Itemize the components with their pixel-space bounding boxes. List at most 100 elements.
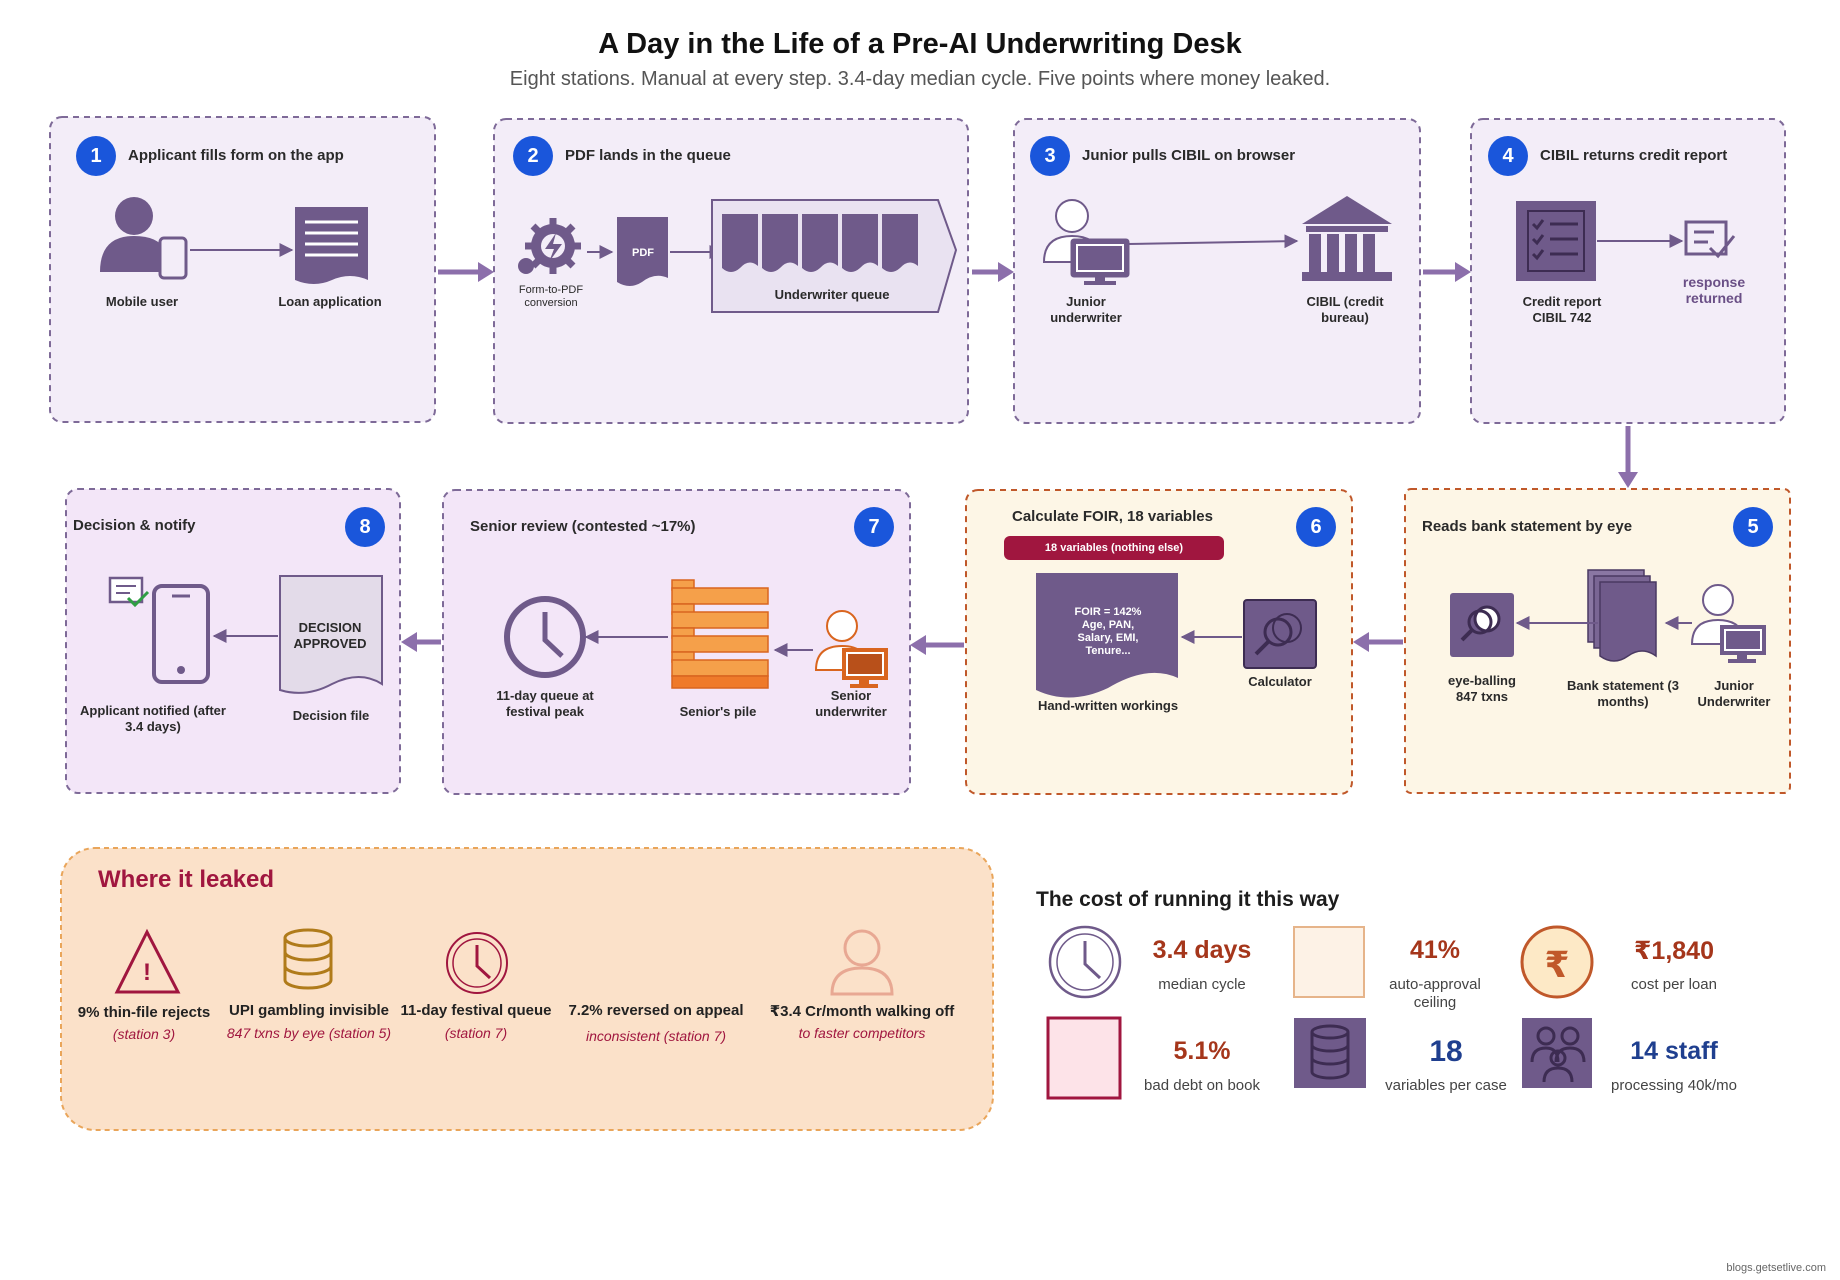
station-4-panel <box>1470 118 1786 424</box>
cost-label-variables: variables per case <box>1385 1077 1507 1094</box>
station-3-panel <box>1013 118 1421 424</box>
station-4-badge: 4 <box>1488 136 1528 176</box>
station-5-title: Reads bank statement by eye <box>1422 518 1633 535</box>
station-1-panel <box>49 116 436 423</box>
cost-label-per-loan: cost per loan <box>1631 976 1717 993</box>
station-4-title: CIBIL returns credit report <box>1540 147 1728 164</box>
leak-name-1: 9% thin-file rejects <box>77 1004 211 1021</box>
cost-value-bad-debt: 5.1% <box>1173 1037 1231 1065</box>
cost-title: The cost of running it this way <box>1036 888 1340 911</box>
link-3 <box>1127 234 1299 249</box>
junior-underwriter-label: Junior underwriter <box>1050 294 1122 325</box>
bank-building-icon <box>1302 196 1392 281</box>
station-6-tag: 18 variables (nothing else) <box>1004 536 1224 560</box>
station-3-title: Junior pulls CIBIL on browser <box>1082 147 1296 164</box>
cost-label-staff: processing 40k/mo <box>1611 1077 1737 1094</box>
senior-pile-label: Senior's pile <box>679 704 757 719</box>
warning-icon: ! <box>114 928 181 994</box>
junior-underwriter-5-icon <box>1690 584 1766 663</box>
cost-value-cycle: 3.4 days <box>1152 936 1252 964</box>
clock-icon <box>504 596 586 678</box>
pdf-icon <box>617 217 668 286</box>
leak-name-4: 7.2% reversed on appeal <box>568 1002 744 1019</box>
person-icon <box>830 929 894 996</box>
station-6-title: Calculate FOIR, 18 variables <box>1012 508 1213 525</box>
credit-report-icon <box>1516 201 1596 281</box>
station-8-title: Decision & notify <box>73 517 196 534</box>
station-6-badge: 6 <box>1296 507 1336 547</box>
cost-clock-icon <box>1048 925 1122 999</box>
flow-arrow-heads <box>401 262 1638 655</box>
station-8-panel <box>65 488 401 794</box>
festival-queue-label: 11-day queue at festival peak <box>496 688 594 719</box>
senior-underwriter-label: Senior underwriter <box>815 688 887 719</box>
applicant-notified-label: Applicant notified (after 3.4 days) <box>80 703 226 734</box>
staff-group-icon <box>1522 1018 1592 1088</box>
cost-ceiling-swatch <box>1293 926 1365 998</box>
leak-detail-3: (station 7) <box>444 1025 508 1041</box>
cost-value-staff: 14 staff <box>1630 1037 1718 1065</box>
bank-statement-label: Bank statement (3 months) <box>1567 678 1679 709</box>
decision-file-label: Decision file <box>292 708 370 723</box>
station-1-badge: 1 <box>76 136 116 176</box>
leak-name-2: UPI gambling invisible <box>228 1002 390 1019</box>
leak-clock-icon <box>446 932 508 994</box>
leak-name-3: 11-day festival queue <box>400 1002 552 1019</box>
junior-underwriter-5-label: Junior Underwriter <box>1697 678 1771 709</box>
underwriter-queue-icon <box>711 199 958 313</box>
magnifier-icon <box>1450 593 1514 657</box>
calculator-label: Calculator <box>1248 674 1312 689</box>
cost-label-ceiling: auto-approval ceiling <box>1389 976 1481 1011</box>
foir-doc-label: FOIR = 142% Age, PAN, Salary, EMI, Tenur… <box>1074 606 1142 657</box>
footer-credit: blogs.getsetlive.com <box>1726 1262 1826 1274</box>
credit-report-label: Credit report CIBIL 742 <box>1522 294 1602 325</box>
leak-detail-4: inconsistent (station 7) <box>585 1028 727 1044</box>
leak-detail-5: to faster competitors <box>798 1025 926 1041</box>
svg-text:₹: ₹ <box>1544 945 1569 986</box>
senior-underwriter-icon <box>814 610 888 688</box>
leak-detail-1: (station 3) <box>112 1026 176 1042</box>
page-subtitle: Eight stations. Manual at every step. 3.… <box>509 68 1331 90</box>
decision-doc-label: DECISION APPROVED <box>293 620 367 651</box>
page-title: A Day in the Life of a Pre-AI Underwriti… <box>598 28 1242 60</box>
conversion-label: Form-to-PDF conversion <box>518 284 584 309</box>
pdf-label: PDF <box>632 247 654 259</box>
station-7-title: Senior review (contested ~17%) <box>470 518 696 535</box>
station-1-title: Applicant fills form on the app <box>128 147 344 164</box>
station-8-badge: 8 <box>345 507 385 547</box>
cost-label-cycle: median cycle <box>1158 976 1246 993</box>
cost-value-ceiling: 41% <box>1409 936 1461 964</box>
mobile-user-icon <box>100 197 188 280</box>
leak-panel <box>60 847 994 1131</box>
station-5-badge: 5 <box>1733 507 1773 547</box>
station-2-badge: 2 <box>513 136 553 176</box>
bank-statement-icon <box>1587 569 1657 662</box>
rupee-coin-icon: ₹ <box>1520 925 1594 999</box>
cost-label-bad-debt: bad debt on book <box>1144 1077 1260 1094</box>
cost-value-per-loan: ₹1,840 <box>1634 937 1714 965</box>
loan-application-icon <box>295 207 368 284</box>
eyeballing-label: eye-balling 847 txns <box>1448 673 1516 704</box>
response-returned-label: response returned <box>1682 274 1746 306</box>
leak-title: Where it leaked <box>98 866 275 893</box>
cost-value-variables: 18 <box>1429 1035 1463 1068</box>
hand-written-workings-label: Hand-written workings <box>1037 698 1179 713</box>
form-to-pdf-gear-icon <box>518 218 581 274</box>
foir-document-icon <box>1036 573 1178 698</box>
underwriter-queue-label: Underwriter queue <box>774 287 890 302</box>
response-document-icon <box>1684 220 1736 259</box>
leak-name-5: ₹3.4 Cr/month walking off <box>769 1003 955 1020</box>
leak-detail-2: 847 txns by eye (station 5) <box>226 1025 392 1041</box>
decision-file-icon <box>279 575 383 694</box>
svg-text:!: ! <box>143 959 151 986</box>
senior-pile-icon <box>671 579 769 689</box>
loan-application-label: Loan application <box>278 294 382 309</box>
database-icon <box>283 928 333 990</box>
station-7-badge: 7 <box>854 507 894 547</box>
cibil-label: CIBIL (credit bureau) <box>1306 294 1384 325</box>
bad-debt-swatch <box>1046 1016 1122 1100</box>
mobile-user-label: Mobile user <box>105 294 179 309</box>
station-3-badge: 3 <box>1030 136 1070 176</box>
